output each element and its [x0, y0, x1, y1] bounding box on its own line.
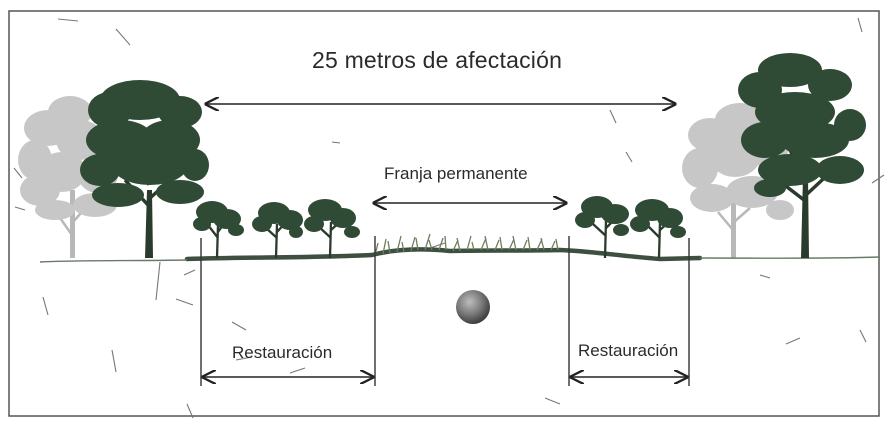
diagram-frame [8, 10, 880, 417]
ground-line-right [699, 256, 881, 259]
restoration-left-label: Restauración [232, 343, 333, 362]
foreground-tree-left [80, 80, 209, 258]
boundary-lines [200, 236, 690, 386]
foreground-tree-right [738, 53, 866, 258]
pipe [456, 290, 490, 324]
permanent-strip-label: Franja permanente [384, 164, 528, 183]
grass-strip [374, 233, 559, 256]
restoration-right-label: Restauración [578, 341, 679, 360]
ground-line-left [39, 259, 188, 263]
shrub-group-right [575, 196, 686, 259]
ground-line [184, 247, 703, 262]
affected-width-label: 25 metros de afectación [312, 47, 563, 73]
shrub-group-left [193, 199, 360, 259]
